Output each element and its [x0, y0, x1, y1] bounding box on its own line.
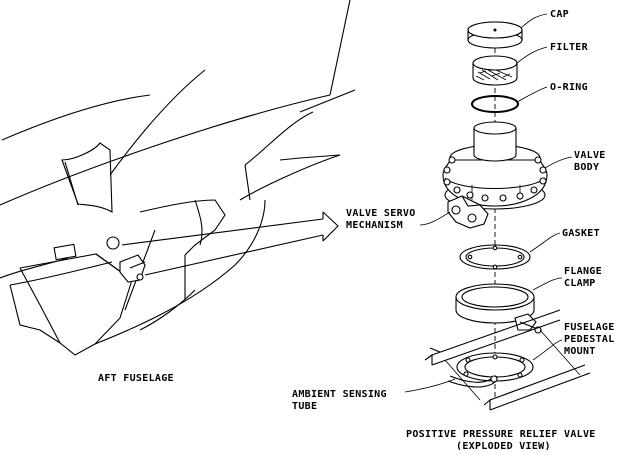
filter-part	[472, 55, 518, 86]
label-flange-2: CLAMP	[564, 278, 596, 289]
o-ring-part	[471, 95, 519, 113]
caption-line-2: (EXPLODED VIEW)	[456, 441, 551, 450]
valve-servo-mechanism-part	[447, 195, 489, 229]
cap-part	[467, 21, 523, 49]
caption-line-1: POSITIVE PRESSURE RELIEF VALVE	[406, 429, 596, 440]
label-o-ring: O-RING	[550, 82, 588, 93]
leader-lines	[404, 13, 573, 393]
label-aft-fuselage: AFT FUSELAGE	[98, 373, 174, 384]
gasket-part	[459, 244, 531, 270]
fuselage-pedestal-mount-part	[424, 309, 591, 411]
label-pedestal-2: PEDESTAL	[564, 334, 615, 345]
label-valve-servo-1: VALVE SERVO	[346, 208, 416, 219]
label-ambient-1: AMBIENT SENSING	[292, 389, 387, 400]
aft-fuselage-drawing	[0, 0, 356, 356]
label-cap: CAP	[550, 9, 569, 20]
label-valve-body-1: VALVE	[574, 150, 606, 161]
label-flange-1: FLANGE	[564, 266, 602, 277]
flange-clamp-part	[455, 283, 542, 334]
label-valve-body-2: BODY	[574, 162, 599, 173]
labels-group: CAP FILTER O-RING VALVE BODY VALVE SERVO…	[98, 9, 615, 452]
label-filter: FILTER	[550, 42, 589, 53]
label-pedestal-1: FUSELAGE	[564, 322, 615, 333]
exploded-valve-drawing	[404, 13, 591, 411]
label-ambient-2: TUBE	[292, 401, 317, 412]
label-gasket: GASKET	[562, 228, 600, 239]
label-valve-servo-2: MECHANISM	[346, 220, 403, 231]
label-pedestal-3: MOUNT	[564, 346, 596, 357]
valve-body-part	[442, 121, 548, 210]
